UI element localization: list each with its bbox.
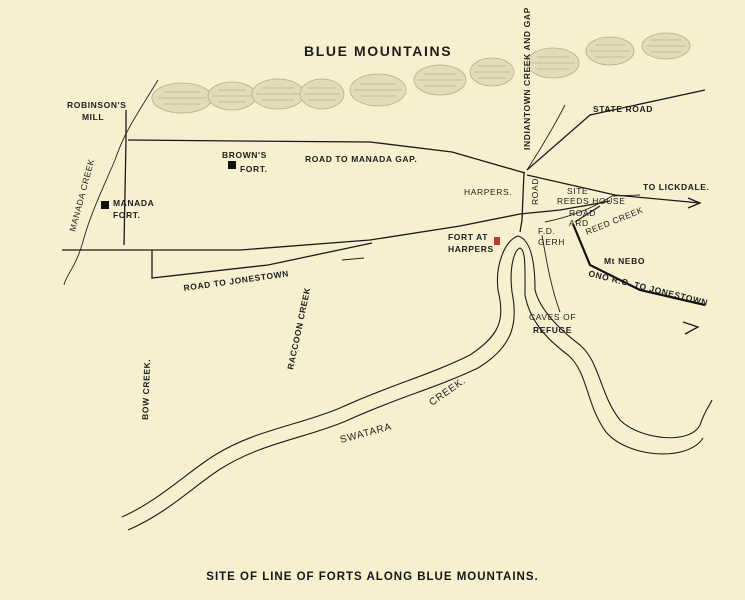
reed-creek-line [544,194,641,223]
label-caves-of-refuge-2: REFUGE [533,325,572,335]
main-road-line [62,200,611,251]
ono-road-line [571,223,706,307]
raccoon-creek-mark [341,257,365,261]
map-title: BLUE MOUNTAINS [304,43,452,59]
manada-fort-marker [101,201,109,209]
label-indiantown-gap: INDIANTOWN CREEK AND GAP [522,7,532,150]
label-to-lickdale: TO LICKDALE. [643,182,710,192]
label-raccoon-creek: RACCOON CREEK [285,286,312,370]
robinsons-mill-road [123,110,127,246]
label-fort-at-harpers-1: FORT AT [448,232,488,242]
label-road-to-manada-gap: ROAD TO MANADA GAP. [305,154,417,164]
label-manada-fort-1: MANADA [113,198,154,208]
label-road-vertical: ROAD [530,178,540,205]
fort-at-harpers-marker [494,237,500,245]
label-fd-gerhard-1: F.D. [538,226,556,236]
label-browns-fort-1: BROWN'S [222,150,267,160]
road-to-lickdale-line [526,174,701,204]
label-browns-fort-2: FORT. [240,164,268,174]
label-robinsons-mill-1: ROBINSON'S [67,100,127,110]
harpers-road-line [519,171,525,233]
mountain-ridge [151,32,691,114]
manada-creek-line [63,79,159,286]
label-state-road: STATE ROAD [593,104,653,114]
label-road-to-jonestown: ROAD TO JONESTOWN [183,268,290,293]
label-robinsons-mill-2: MILL [82,112,104,122]
label-fd-gerhard-2: GERH [538,237,565,247]
state-road-line [526,89,706,171]
label-fort-at-harpers-2: HARPERS [448,244,494,254]
label-manada-fort-2: FORT. [113,210,141,220]
swatara-creek-bank-1 [121,235,713,518]
map-caption: SITE OF LINE OF FORTS ALONG BLUE MOUNTAI… [206,571,539,583]
label-swatara-1: SWATARA [339,422,393,446]
road-to-jonestown-line [151,242,373,279]
label-fd-gerhard-3: ARD [569,218,589,228]
ono-road-arrow [682,321,700,335]
indiantown-creek-line [526,104,566,171]
swatara-creek-bank-2 [127,247,704,531]
label-bow-creek: BOW CREEK. [140,359,152,421]
caves-line [541,234,561,313]
lickdale-arrow [687,197,702,209]
label-ono-road: ONO R.O. TO JONESTOWN [588,268,710,307]
label-road-small: ROAD [569,208,596,218]
label-harpers: HARPERS. [464,187,512,197]
label-site-reeds-house-2: REEDS HOUSE [557,196,625,206]
gerhard-road [574,205,601,223]
label-swatara-2: CREEK. [427,375,468,408]
browns-fort-marker [228,161,236,169]
road-to-manada-gap-line [127,139,526,174]
label-caves-of-refuge-1: CAVES OF [529,312,576,322]
label-site-reeds-house-1: SITE [567,186,588,196]
label-manada-creek: MANADA CREEK [67,158,96,233]
label-mt-nebo: Mt NEBO [604,256,645,266]
